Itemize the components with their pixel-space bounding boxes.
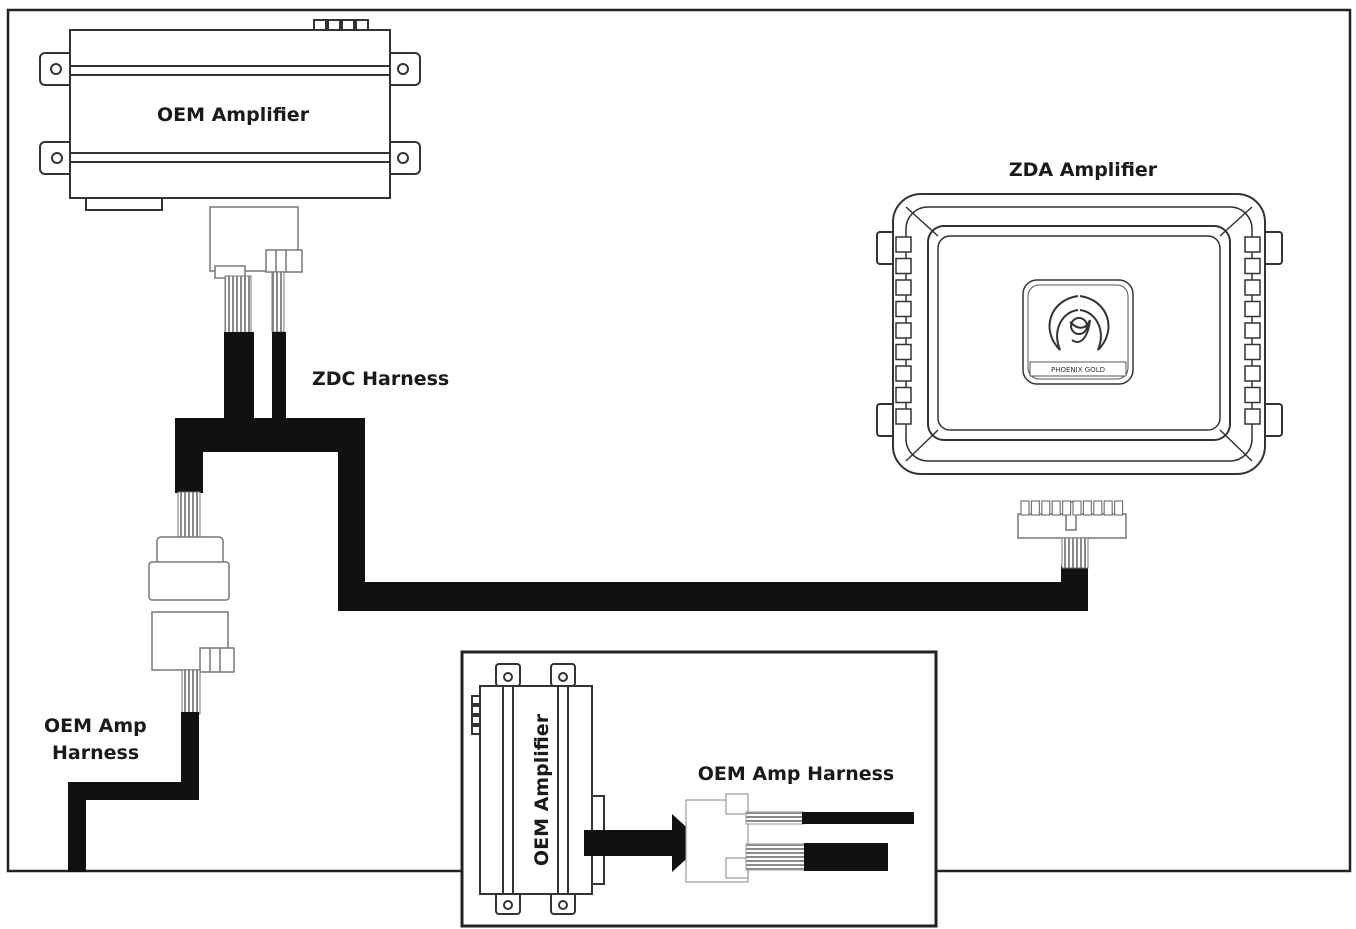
- terminal: [895, 343, 912, 361]
- terminal: [1244, 236, 1261, 253]
- oem-amp-connector: [209, 206, 303, 279]
- oem-amp-body: [69, 29, 391, 199]
- wire-bundle: [177, 491, 201, 541]
- terminal: [1244, 257, 1261, 275]
- terminal: [1244, 343, 1261, 361]
- terminal: [895, 408, 912, 425]
- phoenix-bird-icon: [1048, 295, 1110, 351]
- terminal: [895, 236, 912, 253]
- wire-bundle: [271, 271, 285, 333]
- connector-pin: [1093, 500, 1103, 516]
- connector-pin: [1030, 500, 1041, 516]
- connector-pin: [1020, 500, 1030, 516]
- connector-pin: [1051, 500, 1061, 516]
- wire-bundle: [1061, 537, 1089, 569]
- wire-bundle: [745, 843, 807, 871]
- phoenix-logo: PHOENIX GOLD: [1022, 279, 1134, 385]
- harness-connector-pair: [148, 536, 235, 673]
- arrow-right-icon: [584, 814, 704, 872]
- zda-terminals-right: [1244, 236, 1261, 425]
- terminal: [895, 365, 912, 382]
- wire-bundle: [181, 669, 201, 715]
- terminal: [1244, 322, 1261, 339]
- inset-oem-amp-harness-label: OEM Amp Harness: [698, 763, 895, 785]
- connector-pin: [1113, 500, 1124, 516]
- zdc-harness-cable: [175, 332, 1088, 611]
- oem-amplifier-label: OEM Amplifier: [157, 104, 310, 126]
- zda-terminals-left: [895, 236, 912, 425]
- terminal: [895, 279, 912, 296]
- terminal: [1244, 279, 1261, 296]
- inset-oem-amplifier: [471, 663, 605, 915]
- connector-pin: [1061, 500, 1072, 516]
- terminal: [895, 386, 912, 404]
- terminal: [895, 257, 912, 275]
- connector-pin: [1082, 500, 1093, 516]
- zdc-harness-label: ZDC Harness: [312, 368, 449, 390]
- zda-amplifier-label: ZDA Amplifier: [1009, 159, 1158, 181]
- terminal: [895, 300, 912, 318]
- inset-harness-cable: [802, 812, 914, 871]
- connector-pin: [1072, 500, 1082, 516]
- zda-connector-pins: [1020, 500, 1124, 516]
- terminal: [1244, 300, 1261, 318]
- terminal: [1244, 386, 1261, 404]
- logo-text: PHOENIX GOLD: [1051, 366, 1105, 374]
- inset-oem-amplifier-label: OEM Amplifier: [531, 713, 553, 866]
- inset-harness-connector: [685, 793, 749, 883]
- oem-amplifier: [39, 19, 421, 211]
- terminal: [895, 322, 912, 339]
- wire-bundle: [745, 811, 805, 825]
- connector-pin: [1103, 500, 1113, 516]
- oem-amp-harness-label-line2: Harness: [52, 742, 139, 764]
- terminal: [1244, 365, 1261, 382]
- wire-bundle: [224, 275, 252, 337]
- terminal: [1244, 408, 1261, 425]
- oem-amp-harness-label-line1: OEM Amp: [44, 715, 147, 737]
- connector-pin: [1041, 500, 1051, 516]
- oem-amp-harness-cable: [68, 712, 199, 872]
- zda-connector: [1017, 501, 1127, 539]
